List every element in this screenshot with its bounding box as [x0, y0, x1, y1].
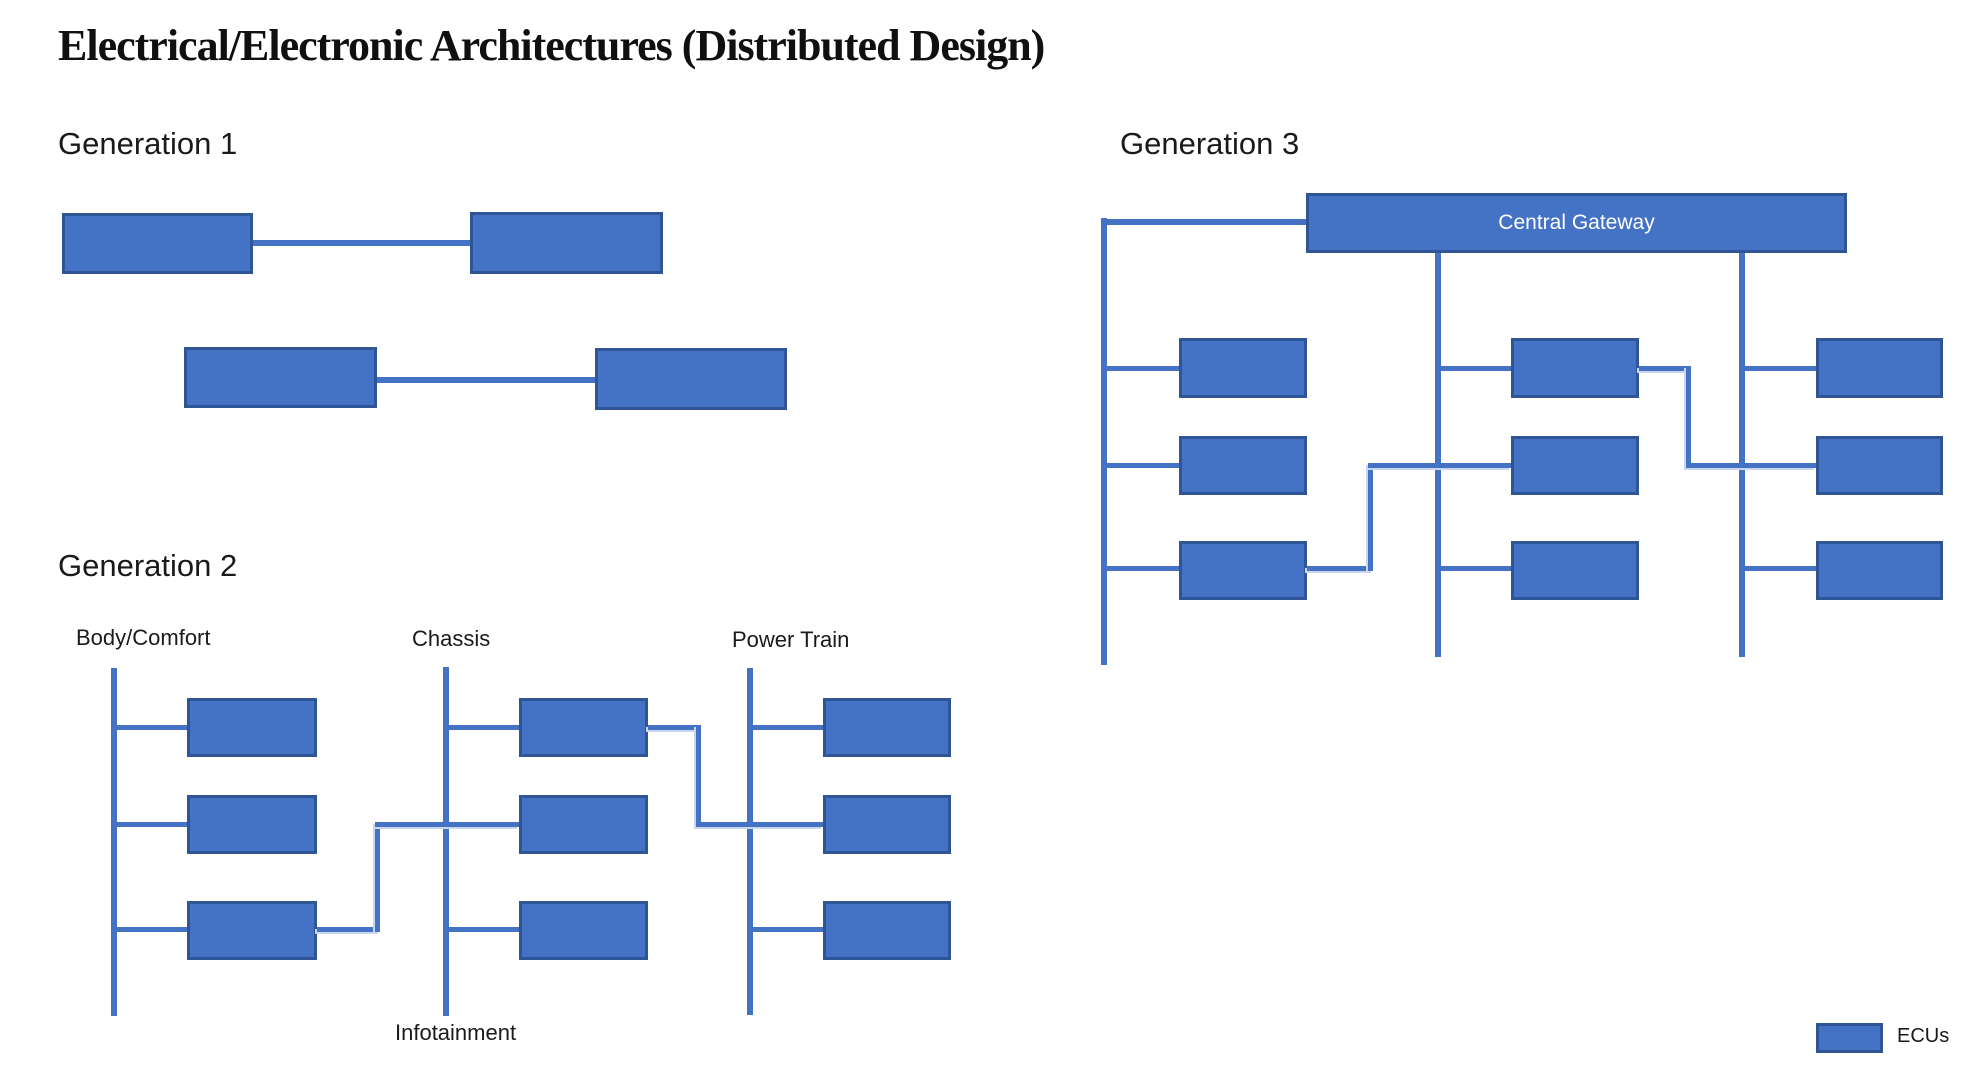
gen3-col1-ecu-2 — [1179, 436, 1307, 495]
generation3-label: Generation 3 — [1120, 126, 1300, 161]
gen3-col2-stub-3 — [1438, 566, 1511, 571]
bus-label-body-comfort: Body/Comfort — [76, 625, 211, 650]
gen1-ecu-2 — [470, 212, 663, 274]
gen2-power-stub-3 — [750, 927, 823, 932]
gen1-ecu-1 — [62, 213, 253, 274]
generation1-label: Generation 1 — [58, 126, 238, 161]
legend-label: ECUs — [1897, 1025, 1950, 1047]
gen2-power-ecu-3 — [823, 901, 951, 960]
gen2-power-ecu-1 — [823, 698, 951, 757]
gen3-col3-ecu-1 — [1816, 338, 1943, 398]
gen3-col1-ecu-1 — [1179, 338, 1307, 398]
gen1-ecu-4 — [595, 348, 787, 410]
gen3-col1-stub-3 — [1104, 566, 1179, 571]
gen3-col3-ecu-3 — [1816, 541, 1943, 600]
central-gateway-label: Central Gateway — [1498, 211, 1655, 234]
gen2-body-ecu-2 — [187, 795, 317, 854]
gen3-crosslink2-seg-v — [1686, 366, 1691, 468]
gen3-bus-3 — [1739, 253, 1745, 657]
gen2-power-ecu-2 — [823, 795, 951, 854]
gen3-crosslink1-seg-h1 — [1307, 566, 1373, 571]
gen3-bus-1 — [1101, 218, 1107, 665]
gen2-bus-body-comfort — [111, 668, 117, 1016]
gen3-col3-ecu-2 — [1816, 436, 1943, 495]
gen2-chassis-stub-3 — [446, 927, 519, 932]
gen3-col3-stub-3 — [1742, 566, 1816, 571]
gen3-col1-stub-2 — [1104, 463, 1179, 468]
gen3-col2-ecu-2 — [1511, 436, 1639, 495]
gen2-crosslink2-seg-h1 — [648, 725, 701, 730]
gen3-crosslink1-seg-v — [1368, 463, 1373, 571]
gen3-gateway-left-link — [1101, 219, 1306, 225]
gen2-body-stub-1 — [114, 725, 187, 730]
gen2-chassis-ecu-1 — [519, 698, 648, 757]
page-title: Electrical/Electronic Architectures (Dis… — [58, 21, 1045, 70]
gen2-bus-power-train — [747, 668, 753, 1015]
gen2-crosslink1-seg-h1 — [317, 927, 380, 932]
gen3-bus-2 — [1435, 253, 1441, 657]
gen2-crosslink1-seg-h2 — [375, 822, 519, 827]
gen3-col2-ecu-1 — [1511, 338, 1639, 398]
gen3-col1-stub-1 — [1104, 366, 1179, 371]
gen2-body-ecu-3 — [187, 901, 317, 960]
central-gateway-box: Central Gateway — [1306, 193, 1847, 253]
gen2-power-stub-1 — [750, 725, 823, 730]
gen2-chassis-ecu-3 — [519, 901, 648, 960]
gen3-col2-stub-1 — [1438, 366, 1511, 371]
gen2-crosslink2-seg-h2 — [696, 822, 823, 827]
gen2-chassis-ecu-2 — [519, 795, 648, 854]
gen3-col2-ecu-3 — [1511, 541, 1639, 600]
gen1-connector-2 — [377, 377, 595, 383]
gen1-connector-1 — [253, 240, 470, 246]
gen3-crosslink2-seg-h1 — [1639, 366, 1691, 371]
gen2-crosslink2-seg-v — [696, 725, 701, 827]
bus-label-infotainment: Infotainment — [395, 1020, 517, 1045]
generation2-label: Generation 2 — [58, 548, 238, 583]
gen2-body-stub-2 — [114, 822, 187, 827]
gen2-bus-chassis — [443, 667, 449, 1016]
gen2-chassis-stub-1 — [446, 725, 519, 730]
gen3-crosslink1-seg-h2 — [1368, 463, 1511, 468]
legend-ecu-swatch — [1816, 1023, 1883, 1053]
gen2-crosslink1-seg-v — [375, 822, 380, 932]
gen3-col3-stub-1 — [1742, 366, 1816, 371]
gen1-ecu-3 — [184, 347, 377, 408]
gen2-body-stub-3 — [114, 927, 187, 932]
bus-label-power-train: Power Train — [732, 627, 850, 652]
gen3-col1-ecu-3 — [1179, 541, 1307, 600]
gen3-crosslink2-seg-h2 — [1686, 463, 1816, 468]
bus-label-chassis: Chassis — [412, 626, 491, 651]
gen2-body-ecu-1 — [187, 698, 317, 757]
